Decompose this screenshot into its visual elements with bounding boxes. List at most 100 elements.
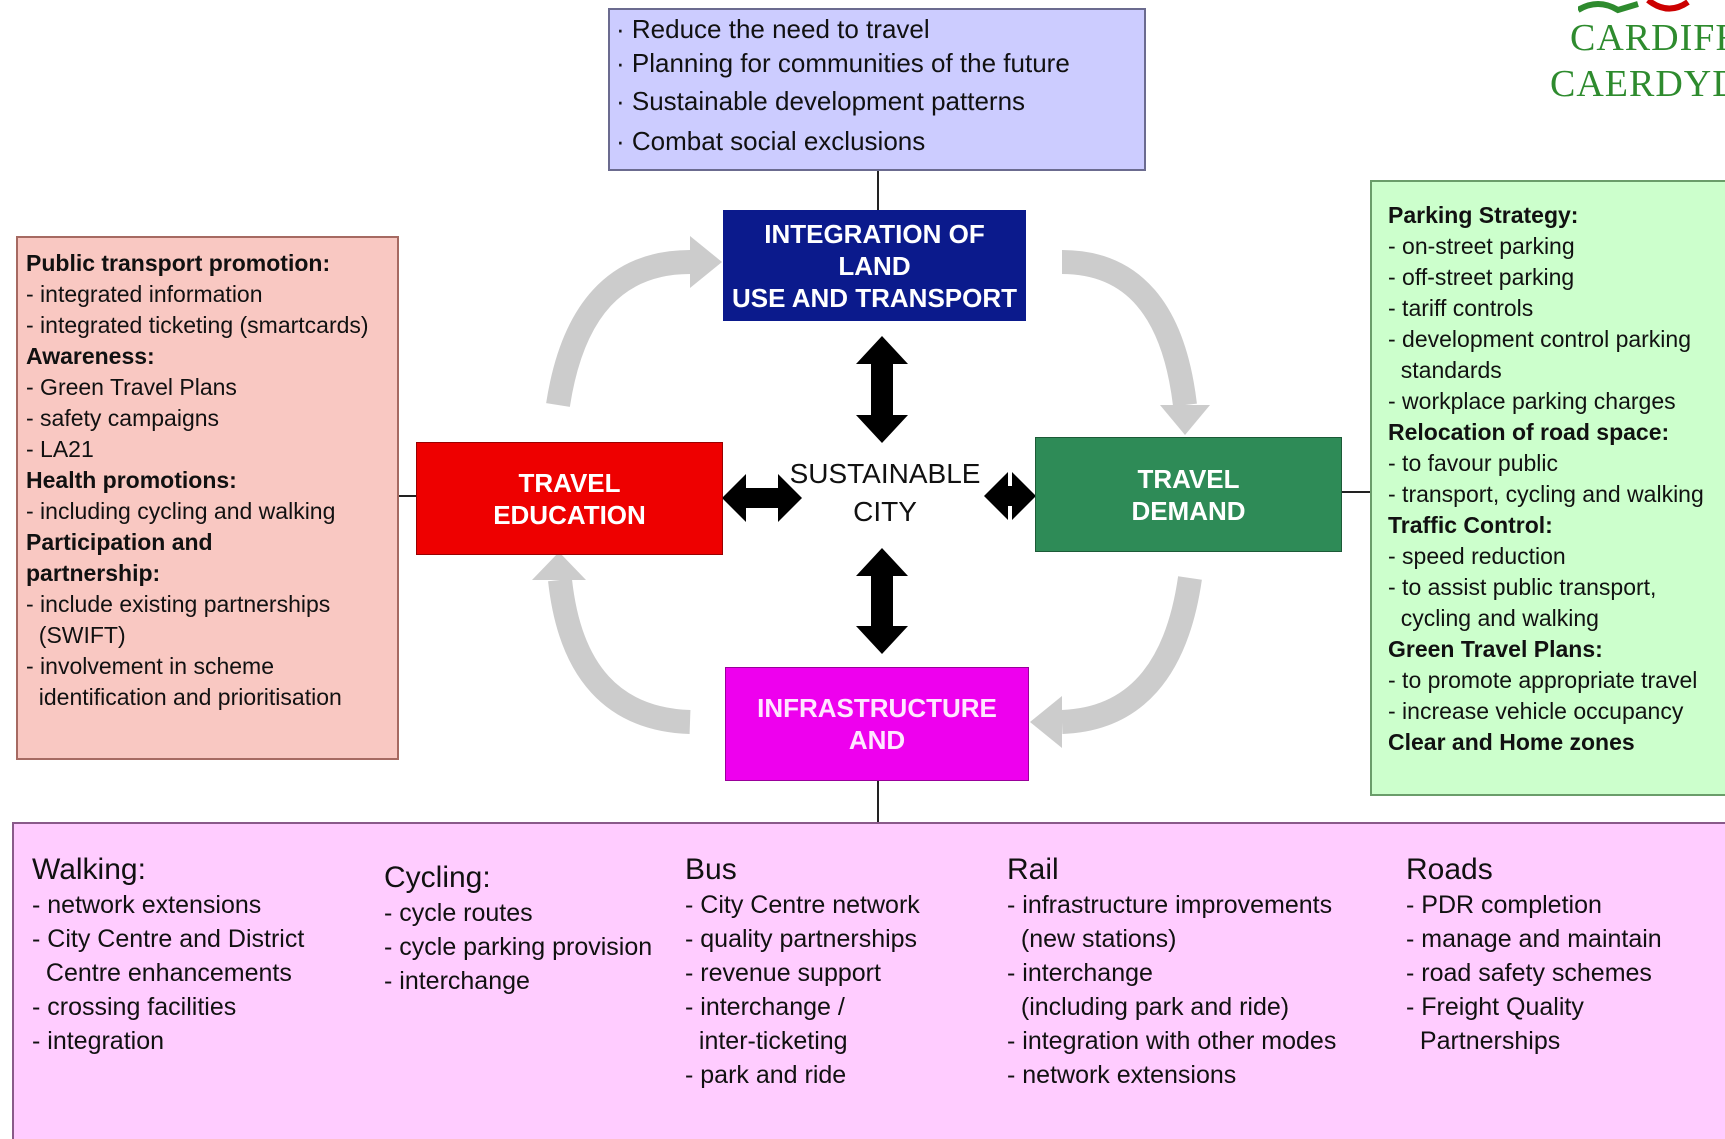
education-item: - LA21: [26, 436, 94, 462]
cycling-item: - cycle parking provision: [384, 933, 653, 961]
walking-item: - crossing facilities: [32, 993, 237, 1021]
cycle-arrow-bottom-left: [548, 578, 691, 734]
cycling-column: Cycling: - cycle routes - cycle parking p…: [384, 860, 652, 998]
demand-item: - to favour public: [1388, 450, 1559, 476]
bus-item: - interchange /: [685, 993, 845, 1021]
walking-heading: Walking:: [32, 853, 146, 886]
double-arrow-top: [856, 336, 908, 443]
cycling-heading: Cycling:: [384, 861, 491, 894]
education-item: (SWIFT): [26, 622, 126, 648]
rail-items: - infrastructure improvements (new stati…: [1007, 888, 1336, 1092]
demand-item: - workplace parking charges: [1388, 388, 1676, 414]
demand-item: - speed reduction: [1388, 543, 1566, 569]
infrastructure-line-2: AND: [848, 725, 906, 755]
education-item: - integrated ticketing (smartcards): [26, 312, 369, 338]
infrastructure-details-box: Walking: - network extensions - City Cent…: [12, 822, 1725, 1139]
goal-item: · Planning for communities of the future: [616, 48, 1070, 78]
center-line-2: CITY: [853, 496, 917, 527]
demand-heading: Clear and Home zones: [1388, 729, 1635, 755]
roads-heading: Roads: [1406, 853, 1493, 886]
demand-item: - tariff controls: [1388, 295, 1534, 321]
walking-items: - network extensions - City Centre and Di…: [32, 888, 304, 1058]
demand-item: - to promote appropriate travel: [1388, 667, 1698, 693]
bus-item: - quality partnerships: [685, 925, 918, 953]
logo-line-1: CARDIFF: [1570, 17, 1725, 59]
rail-item: (including park and ride): [1007, 993, 1290, 1021]
cycling-item: - cycle routes: [384, 899, 533, 927]
cycle-head-top-left: [690, 236, 722, 288]
travel-education-node: TRAVEL EDUCATION: [416, 442, 723, 555]
roads-items: - PDR completion - manage and maintain - r…: [1406, 888, 1662, 1058]
logo-line-2: CAERDYDD: [1550, 63, 1725, 105]
education-heading: Health promotions:: [26, 467, 237, 493]
integration-line-3: USE AND TRANSPORT: [731, 282, 1018, 313]
goal-item: · Sustainable development patterns: [616, 86, 1026, 116]
roads-item: - manage and maintain: [1406, 925, 1662, 953]
walking-column: Walking: - network extensions - City Cent…: [32, 852, 304, 1058]
cycle-arrow-top-right: [1061, 250, 1197, 407]
walking-item: - integration: [32, 1027, 165, 1055]
education-heading: Participation and: [26, 529, 213, 555]
education-line-1: TRAVEL: [518, 467, 621, 498]
roads-column: Roads - PDR completion - manage and maint…: [1406, 852, 1662, 1058]
bus-heading: Bus: [685, 853, 737, 886]
education-item: - integrated information: [26, 281, 263, 307]
bus-item: - park and ride: [685, 1061, 847, 1089]
bus-item: - revenue support: [685, 959, 881, 987]
education-item: - include existing partnerships: [26, 591, 331, 617]
demand-item: - transport, cycling and walking: [1388, 481, 1704, 507]
education-details-list: Public transport promotion: - integrated …: [26, 248, 369, 713]
demand-item: - off-street parking: [1388, 264, 1575, 290]
walking-item: - City Centre and District: [32, 925, 305, 953]
cycle-head-bottom-left: [532, 552, 586, 580]
cycle-arrows: [546, 250, 1202, 734]
roads-item: - PDR completion: [1406, 891, 1602, 919]
cycling-items: - cycle routes - cycle parking provision -…: [384, 896, 652, 998]
cycle-arrow-top-left: [546, 250, 691, 407]
demand-heading: Parking Strategy:: [1388, 202, 1579, 228]
bus-column: Bus - City Centre network - quality partn…: [685, 852, 920, 1092]
demand-heading: Traffic Control:: [1388, 512, 1553, 538]
sustainable-city-label: SUSTAINABLE CITY: [770, 455, 1000, 531]
infrastructure-line-1: INFRASTRUCTURE: [757, 693, 997, 723]
education-heading: partnership:: [26, 560, 161, 586]
education-item: identification and prioritisation: [26, 684, 342, 710]
demand-line-1: TRAVEL: [1137, 463, 1240, 494]
bus-item: - City Centre network: [685, 891, 920, 919]
rail-item: - network extensions: [1007, 1061, 1237, 1089]
demand-item: - increase vehicle occupancy: [1388, 698, 1684, 724]
walking-item: - network extensions: [32, 891, 262, 919]
cycling-item: - interchange: [384, 967, 530, 995]
education-item: - safety campaigns: [26, 405, 220, 431]
goal-item: · Reduce the need to travel: [616, 14, 930, 44]
cycle-arrowheads: [532, 236, 1210, 748]
rail-item: (new stations): [1007, 925, 1177, 953]
rail-item: - interchange: [1007, 959, 1153, 987]
bus-items: - City Centre network - quality partnersh…: [685, 888, 920, 1092]
education-item: - Green Travel Plans: [26, 374, 237, 400]
education-heading: Public transport promotion:: [26, 250, 331, 276]
infrastructure-node: INFRASTRUCTURE AND: [725, 667, 1029, 781]
education-heading: Awareness:: [26, 343, 155, 369]
demand-item: - development control parking: [1388, 326, 1691, 352]
cycle-head-top-right: [1160, 405, 1210, 435]
bus-item: inter-ticketing: [685, 1027, 848, 1055]
roads-item: - Freight Quality: [1406, 993, 1584, 1021]
rail-item: - infrastructure improvements: [1007, 891, 1333, 919]
demand-item: standards: [1388, 357, 1502, 383]
double-arrow-left: [722, 474, 802, 522]
roads-item: - road safety schemes: [1406, 959, 1652, 987]
demand-line-2: DEMAND: [1131, 495, 1246, 526]
rail-column: Rail - infrastructure improvements (new …: [1007, 852, 1336, 1092]
double-arrow-right: [984, 472, 1036, 520]
education-item: - involvement in scheme: [26, 653, 274, 679]
cycle-head-bottom-right: [1030, 696, 1062, 748]
cardiff-logo: CARDIFF CAERDYDD: [1548, 0, 1725, 110]
land-use-goals-box: · Reduce the need to travel · Planning f…: [608, 8, 1146, 171]
integration-line-2: LAND: [838, 250, 911, 281]
center-line-1: SUSTAINABLE: [789, 458, 981, 489]
travel-education-details-box: Public transport promotion: - integrated …: [16, 236, 399, 760]
education-item: - including cycling and walking: [26, 498, 336, 524]
demand-item: cycling and walking: [1388, 605, 1599, 631]
travel-demand-details-box: Parking Strategy:- on-street parking- of…: [1370, 180, 1725, 796]
